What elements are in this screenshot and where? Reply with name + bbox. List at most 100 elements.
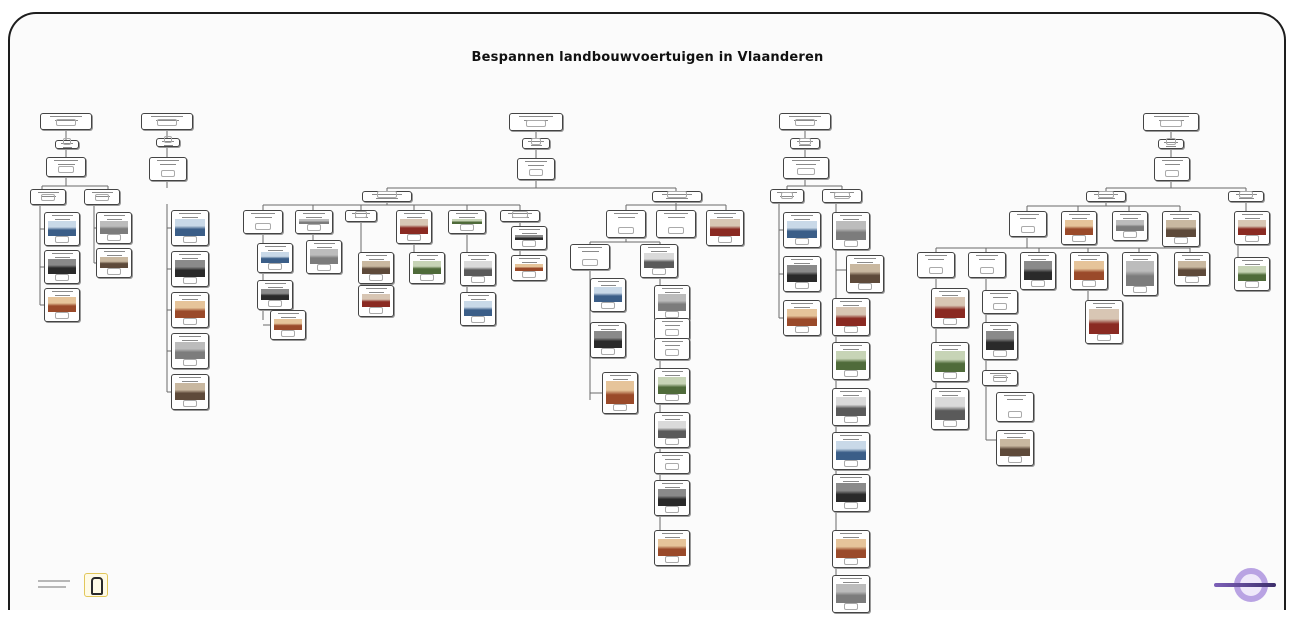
text-node — [30, 189, 66, 205]
text-node — [790, 138, 820, 149]
photo-node — [1162, 211, 1200, 247]
text-node — [1158, 138, 1184, 149]
photo-node — [396, 210, 432, 244]
text-node — [770, 189, 804, 203]
photo-node — [832, 432, 870, 470]
photo-node — [1234, 257, 1270, 291]
text-node — [362, 191, 412, 202]
photo-node — [257, 243, 293, 273]
photo-node — [460, 252, 496, 286]
photo-node — [270, 310, 306, 340]
text-node — [654, 452, 690, 474]
photo-node — [832, 298, 870, 336]
text-node — [656, 210, 696, 238]
photo-node — [654, 368, 690, 404]
photo-node — [409, 252, 445, 284]
photo-node — [846, 255, 884, 293]
photo-node — [1112, 211, 1148, 241]
photo-node — [996, 430, 1034, 466]
photo-node — [171, 333, 209, 369]
photo-node — [358, 252, 394, 284]
text-node — [509, 113, 563, 131]
photo-node — [44, 288, 80, 322]
photo-node — [1122, 252, 1158, 296]
photo-node — [602, 372, 638, 414]
photo-node — [460, 292, 496, 326]
text-node — [779, 113, 831, 130]
photo-node — [832, 342, 870, 380]
text-node — [149, 157, 187, 181]
text-node — [652, 191, 702, 202]
photo-node — [590, 322, 626, 358]
text-node — [917, 252, 955, 278]
photo-node — [783, 256, 821, 292]
text-node — [783, 157, 829, 179]
photo-node — [295, 210, 333, 234]
text-node — [968, 252, 1006, 278]
flemish-government-logo — [38, 573, 118, 597]
photo-node — [590, 278, 626, 312]
photo-node — [171, 374, 209, 410]
photo-node — [783, 300, 821, 336]
text-node — [141, 113, 193, 130]
photo-node — [1061, 211, 1097, 245]
photo-node — [448, 210, 486, 234]
photo-node — [96, 248, 132, 278]
photo-node — [257, 280, 293, 310]
text-node — [822, 189, 862, 203]
photo-node — [654, 530, 690, 566]
kennisbank-logo — [1208, 568, 1286, 604]
text-node — [55, 138, 79, 149]
text-node — [1228, 191, 1264, 202]
photo-node — [171, 251, 209, 287]
photo-node — [358, 285, 394, 317]
photo-node — [1070, 252, 1108, 290]
photo-node — [832, 474, 870, 512]
text-node — [517, 158, 555, 180]
text-node — [345, 210, 377, 222]
photo-node — [1085, 300, 1123, 344]
photo-node — [931, 288, 969, 328]
photo-node — [706, 210, 744, 246]
text-node — [570, 244, 610, 270]
text-node — [606, 210, 646, 238]
text-node — [46, 157, 86, 177]
photo-node — [44, 212, 80, 246]
text-node — [996, 392, 1034, 422]
photo-node — [511, 226, 547, 250]
photo-node — [654, 412, 690, 448]
text-node — [1086, 191, 1126, 202]
photo-node — [931, 342, 969, 382]
text-node — [1009, 211, 1047, 237]
photo-node — [171, 292, 209, 328]
photo-node — [982, 322, 1018, 360]
photo-node — [654, 480, 690, 516]
photo-node — [1234, 211, 1270, 245]
photo-node — [171, 210, 209, 246]
text-node — [1154, 157, 1190, 181]
text-node — [982, 290, 1018, 314]
photo-node — [783, 212, 821, 248]
photo-node — [832, 575, 870, 613]
diagram-frame — [8, 12, 1286, 610]
text-node — [156, 136, 180, 147]
text-node — [982, 370, 1018, 386]
photo-node — [931, 388, 969, 430]
text-node — [1143, 113, 1199, 131]
photo-node — [832, 212, 870, 250]
photo-node — [1174, 252, 1210, 286]
text-node — [40, 113, 92, 130]
photo-node — [832, 530, 870, 568]
photo-node — [306, 240, 342, 274]
diagram-title: Bespannen landbouwvoertuigen in Vlaander… — [471, 50, 824, 65]
text-node — [654, 318, 690, 340]
photo-node — [1020, 252, 1056, 290]
photo-node — [832, 388, 870, 426]
text-node — [500, 210, 540, 222]
text-node — [243, 210, 283, 234]
photo-node — [511, 255, 547, 281]
text-node — [654, 338, 690, 360]
photo-node — [44, 250, 80, 284]
text-node — [522, 138, 550, 149]
